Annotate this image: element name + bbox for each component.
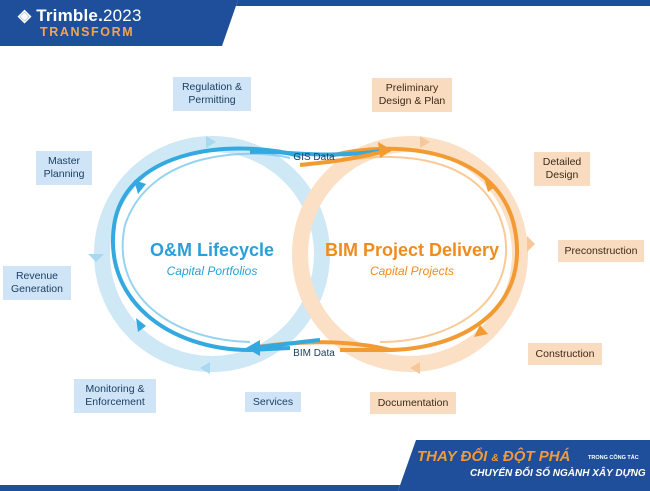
- stage-line: Regulation &: [181, 81, 243, 93]
- stage-line: Design: [545, 169, 579, 181]
- brand-name: Trimble.: [36, 6, 103, 25]
- trimble-logo-icon: ◈: [18, 6, 37, 25]
- right-loop-shadow: [292, 136, 528, 372]
- left-loop-title: O&M Lifecycle: [150, 240, 274, 260]
- stage-monitoring-enforcement: Monitoring &Enforcement: [74, 379, 156, 413]
- stage-line: Monitoring &: [85, 383, 145, 395]
- footer-slogan-main: THAY ĐỔI & ĐỘT PHÁ: [417, 448, 570, 465]
- stage-preconstruction: Preconstruction: [558, 240, 644, 262]
- arrow-left-bottom-icon: [136, 318, 146, 332]
- bim-data-label: BIM Data: [293, 348, 335, 359]
- footer-slogan-small: TRONG CÔNG TÁC: [588, 455, 639, 461]
- stage-line: Services: [252, 395, 294, 408]
- right-loop-title: BIM Project Delivery: [325, 240, 499, 260]
- gis-data-flow: [249, 148, 391, 157]
- stage-line: Revenue: [15, 270, 58, 282]
- stage-line: Preconstruction: [564, 244, 638, 257]
- stage-line: Planning: [43, 168, 85, 180]
- stage-services: Services: [245, 392, 301, 412]
- stage-documentation: Documentation: [370, 392, 456, 414]
- brand-subtitle: TRANSFORM: [40, 25, 135, 39]
- stage-line: Enforcement: [85, 396, 145, 408]
- left-loop-subtitle: Capital Portfolios: [167, 264, 258, 278]
- slogan-part: THAY ĐỔI: [417, 448, 488, 465]
- stage-line: Generation: [11, 283, 63, 295]
- right-loop-subtitle: Capital Projects: [370, 264, 454, 278]
- stage-regulation-permitting: Regulation &Permitting: [173, 77, 251, 111]
- brand-year: 2023: [103, 6, 142, 25]
- stage-line: Detailed: [542, 156, 582, 168]
- stage-line: Documentation: [377, 396, 449, 409]
- slogan-part: ĐỘT PHÁ: [502, 448, 571, 465]
- left-loop-arc: [111, 146, 301, 353]
- stage-line: Master: [47, 155, 81, 167]
- footer-banner: [0, 440, 650, 491]
- gis-data-label: GIS Data: [293, 152, 335, 163]
- arrow-right-bottom-icon: [474, 325, 488, 337]
- stage-line: Construction: [535, 347, 595, 360]
- arrow-right-top-icon: [484, 178, 496, 192]
- slogan-amp: &: [491, 453, 499, 464]
- arrow-left-top-icon: [134, 180, 146, 194]
- stage-line: Preliminary: [385, 82, 439, 94]
- footer-slogan-sub: CHUYỂN ĐỔI SỐ NGÀNH XÂY DỰNG: [470, 468, 646, 479]
- arrow-gis-icon: [378, 142, 392, 158]
- arrow-bim-icon: [246, 340, 260, 356]
- right-loop-arc: [329, 146, 519, 353]
- stage-line: Permitting: [188, 94, 236, 106]
- brand-logo: ◈ Trimble.2023: [18, 6, 142, 26]
- stage-construction: Construction: [528, 343, 602, 365]
- header-banner: [0, 0, 650, 46]
- stage-line: Design & Plan: [378, 95, 446, 107]
